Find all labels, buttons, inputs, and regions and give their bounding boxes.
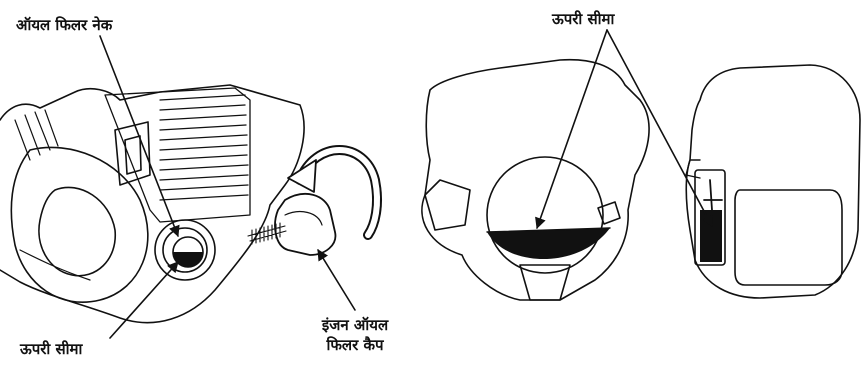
engine-oil-filler-cap-label-line2: फिलर कैप bbox=[326, 336, 384, 354]
rotation-arrow-icon bbox=[287, 145, 382, 240]
oil-filler-neck bbox=[154, 219, 216, 281]
oil-level-fill-middle bbox=[487, 228, 610, 260]
dipstick-window bbox=[694, 169, 726, 266]
leader-arrow-icon bbox=[109, 261, 179, 339]
engine-oil-filler-cap bbox=[247, 193, 337, 256]
starter-housing bbox=[10, 146, 149, 303]
oil-level-fill-left bbox=[173, 252, 203, 267]
leader-arrow-icon bbox=[99, 35, 180, 238]
engine-side-outline bbox=[421, 58, 650, 301]
upper-limit-bottom-label: ऊपरी सीमा bbox=[20, 340, 83, 358]
engine-oil-filler-cap-label-line1: इंजन ऑयल bbox=[321, 316, 389, 334]
threaded-stem bbox=[247, 222, 287, 245]
oil-level-fill-right bbox=[700, 210, 722, 262]
fill-cap-small bbox=[597, 201, 621, 225]
side-fins bbox=[14, 109, 59, 161]
starter-inner bbox=[38, 186, 116, 277]
engine-body-outline bbox=[0, 84, 305, 324]
cooling-fins bbox=[104, 87, 251, 223]
engine-side-view bbox=[421, 58, 650, 301]
left-inlet bbox=[424, 179, 471, 231]
dipstick-stem bbox=[703, 179, 723, 211]
leader-arrow-icon bbox=[606, 29, 713, 227]
oil-sight-window bbox=[486, 156, 604, 274]
dipstick-view bbox=[685, 64, 861, 299]
right-engine-outline bbox=[685, 64, 861, 299]
bracket-shape bbox=[114, 121, 151, 186]
leader-arrow-icon bbox=[317, 249, 356, 311]
side-panel bbox=[734, 189, 843, 286]
leader-arrow-icon bbox=[535, 29, 608, 230]
engine-closeup bbox=[0, 84, 382, 324]
lower-skirt bbox=[519, 264, 571, 301]
oil-filler-neck-label: ऑयल फिलर नेक bbox=[16, 16, 113, 34]
upper-limit-top-label: ऊपरी सीमा bbox=[552, 10, 615, 28]
